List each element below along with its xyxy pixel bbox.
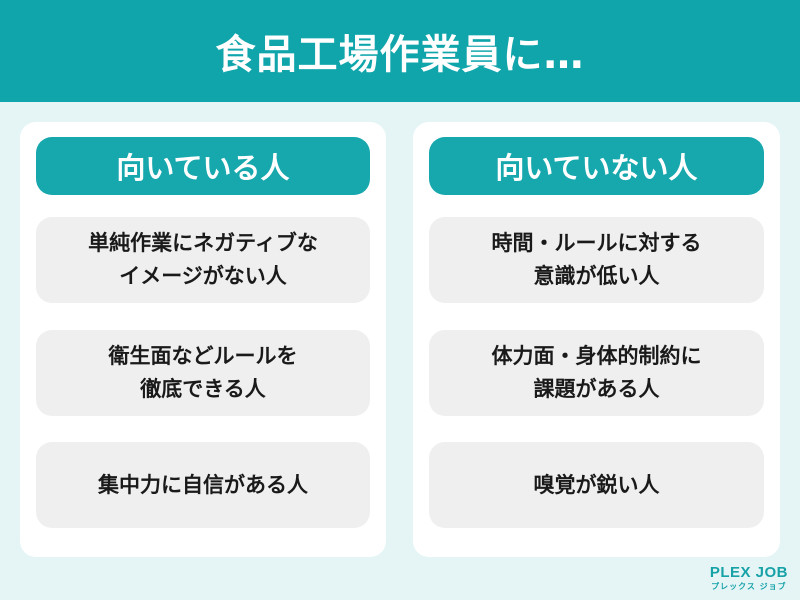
unsuitable-item-text: 体力面・身体的制約に 課題がある人 <box>491 344 702 401</box>
suitable-item-text: 集中力に自信がある人 <box>98 472 308 497</box>
unsuitable-item: 時間・ルールに対する 意識が低い人 <box>429 217 764 303</box>
suitable-item: 集中力に自信がある人 <box>36 442 370 528</box>
unsuitable-heading-pill: 向いていない人 <box>429 137 764 195</box>
logo-wordmark: PLEX JOB <box>709 564 788 581</box>
suitable-item: 単純作業にネガティブな イメージがない人 <box>36 217 370 303</box>
unsuitable-card: 向いていない人 時間・ルールに対する 意識が低い人 体力面・身体的制約に 課題が… <box>413 122 780 557</box>
page-title: 食品工場作業員に… <box>215 32 585 78</box>
suitable-item-text: 単純作業にネガティブな イメージがない人 <box>88 231 318 288</box>
unsuitable-item-text: 時間・ルールに対する 意識が低い人 <box>491 231 702 288</box>
unsuitable-item: 体力面・身体的制約に 課題がある人 <box>429 330 764 416</box>
suitable-item-text: 衛生面などルールを 徹底できる人 <box>108 344 298 401</box>
unsuitable-heading: 向いていない人 <box>495 151 698 185</box>
suitable-item: 衛生面などルールを 徹底できる人 <box>36 330 370 416</box>
suitable-heading-pill: 向いている人 <box>36 137 370 195</box>
header-banner: 食品工場作業員に… <box>0 0 800 102</box>
suitable-card: 向いている人 単純作業にネガティブな イメージがない人 衛生面などルールを 徹底… <box>20 122 386 557</box>
unsuitable-item: 嗅覚が鋭い人 <box>429 442 764 528</box>
logo-subtitle: プレックス ジョブ <box>711 582 787 591</box>
plex-job-logo: PLEX JOB プレックス ジョブ <box>710 565 788 592</box>
unsuitable-item-text: 嗅覚が鋭い人 <box>533 472 660 497</box>
suitable-heading: 向いている人 <box>116 151 290 185</box>
